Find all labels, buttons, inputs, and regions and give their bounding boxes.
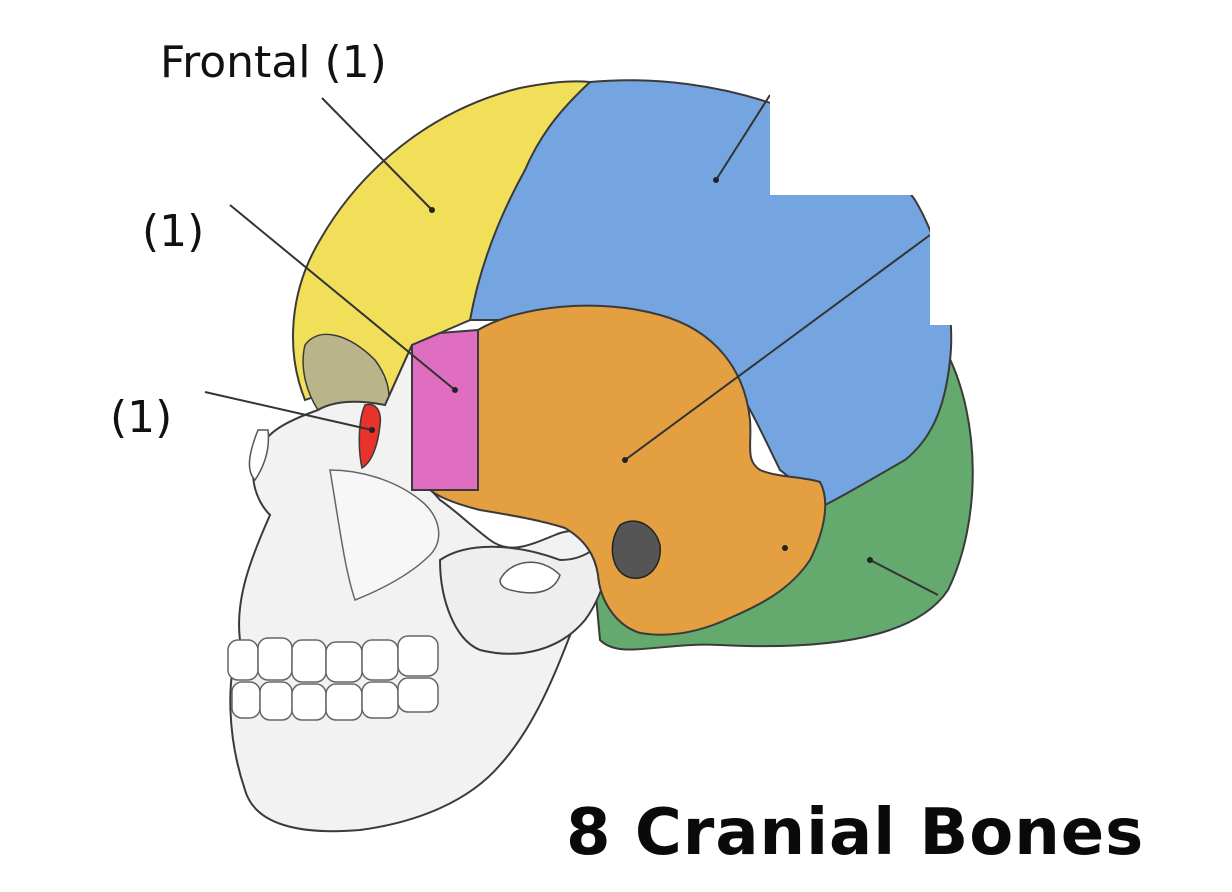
lacrimal-bone [358,403,382,470]
temporal-bone [427,304,827,636]
pointer-occipital [869,559,939,596]
pointer-lines [204,94,939,596]
label-lacrimal-count: (1) [110,392,173,443]
label-frontal: Frontal (1) [160,30,387,90]
label-ethmoid-count: (1) [142,206,205,257]
pointer-frontal [321,97,433,211]
pointer-lacrimal [204,391,373,431]
lower-teeth [231,677,439,721]
nasal-aperture [248,429,270,482]
label-mask-frontal-strip [150,0,450,40]
pointer-dots [369,177,873,563]
diagram-title: 8 Cranial Bones [566,796,1145,870]
upper-teeth [227,635,439,683]
frontal-bone [292,80,593,407]
sphenoid-bone [411,328,479,491]
ear-canal [611,520,661,579]
label-mask-top-right [770,20,1210,195]
label-frontal-text: Frontal (1) [160,37,387,88]
pointer-ethmoid [229,204,456,391]
label-mask-right [930,195,1200,325]
mandible-notch [499,561,561,594]
pointer-temporal [624,234,931,461]
pointer-parietal [715,94,771,181]
zygomatic-outline [329,469,440,601]
